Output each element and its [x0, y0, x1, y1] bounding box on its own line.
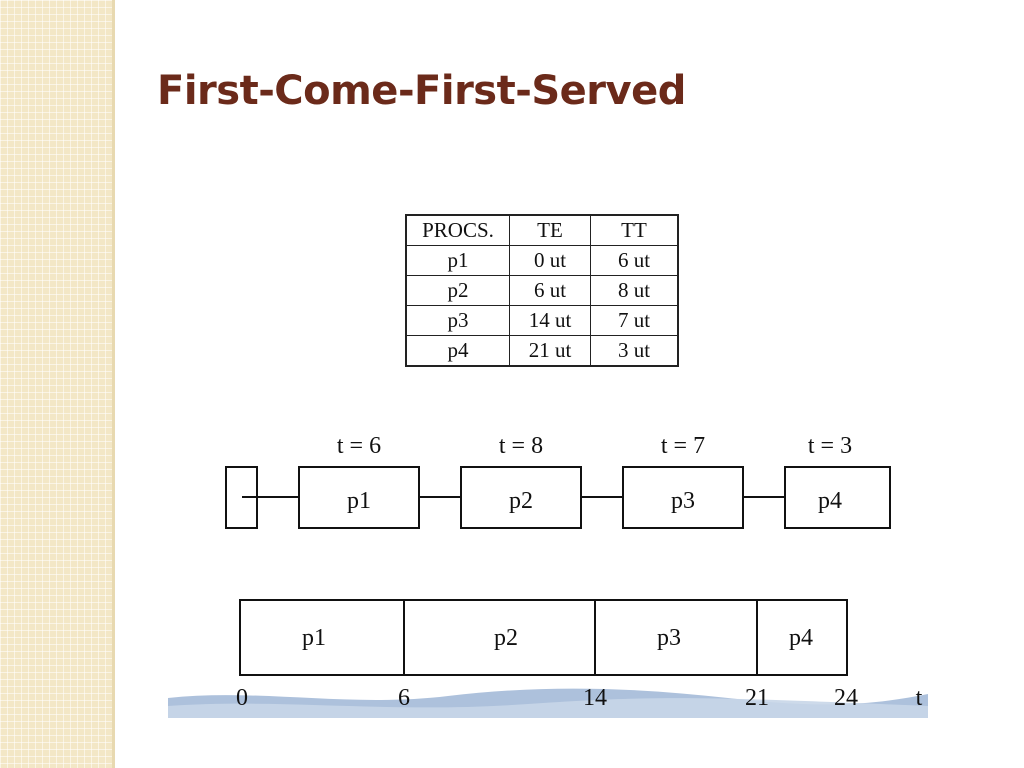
queue-item-p4: p4 t = 3 [784, 433, 891, 529]
queue-item-p1: p1 t = 6 [298, 433, 420, 529]
table-row: p4 21 ut 3 ut [405, 335, 679, 367]
table-header-row: PROCS. TE TT [405, 214, 679, 246]
table-row: p3 14 ut 7 ut [405, 305, 679, 336]
gantt-segment-label: p3 [657, 625, 681, 651]
gantt-tick-label: 6 [398, 685, 410, 711]
gantt-axis-label: t [916, 685, 923, 711]
gantt-tick-label: 21 [745, 685, 769, 711]
queue-item-p2: p2 t = 8 [460, 433, 582, 529]
table-cell: 21 ut [509, 335, 591, 367]
decorative-sidebar [0, 0, 112, 768]
table-cell: 14 ut [509, 305, 591, 336]
queue-box [298, 466, 420, 529]
queue-box-label: p2 [509, 488, 533, 514]
table-cell: p4 [405, 335, 510, 367]
queue-box-label: p3 [671, 488, 695, 514]
queue-time-label: t = 8 [499, 433, 543, 459]
gantt-tick-label: 14 [583, 685, 607, 711]
table-cell: p2 [405, 275, 510, 306]
gantt-segment-label: p4 [789, 625, 813, 651]
queue-box-label: p1 [347, 488, 371, 514]
queue-box [460, 466, 582, 529]
gantt-frame [239, 599, 848, 676]
queue-box [622, 466, 744, 529]
gantt-segment-label: p1 [302, 625, 326, 651]
table-cell: 8 ut [590, 275, 679, 306]
gantt-tick-label: 0 [236, 685, 248, 711]
slide-title: First-Come-First-Served [157, 68, 686, 114]
queue-box-label: p4 [818, 488, 842, 514]
queue-time-label: t = 3 [808, 433, 852, 459]
wave-decoration [168, 688, 928, 718]
table-cell: 3 ut [590, 335, 679, 367]
gantt-chart: p1 p2 p3 p4 0 6 14 21 24 t [236, 599, 923, 711]
queue-box [784, 466, 891, 529]
table-cell: 0 ut [509, 245, 591, 276]
sidebar-edge [112, 0, 115, 768]
table-header-cell: TE [509, 214, 591, 246]
gantt-tick-label: 24 [834, 685, 858, 711]
queue-time-label: t = 7 [661, 433, 705, 459]
queue-time-label: t = 6 [337, 433, 381, 459]
gantt-segment-label: p2 [494, 625, 518, 651]
process-table: PROCS. TE TT p1 0 ut 6 ut p2 6 ut 8 ut p… [405, 214, 679, 367]
queue-item-p3: p3 t = 7 [622, 433, 744, 529]
table-cell: 7 ut [590, 305, 679, 336]
